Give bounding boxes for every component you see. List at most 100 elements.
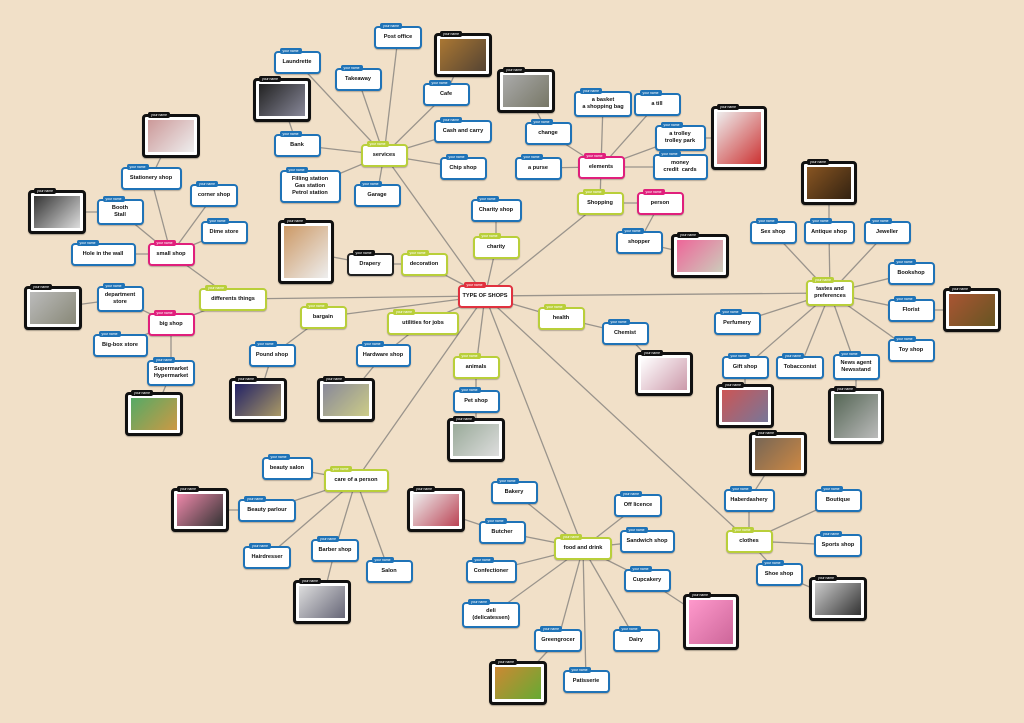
- photo-newsstand[interactable]: your name: [828, 386, 884, 444]
- photo-bank-front[interactable]: your name: [253, 76, 311, 122]
- photo-butchers[interactable]: your name: [407, 486, 465, 532]
- photo-pound-shop-front[interactable]: your name: [229, 376, 287, 422]
- photo-cafe-interior[interactable]: your name: [434, 31, 492, 77]
- photo-handing-money[interactable]: your name: [497, 67, 555, 113]
- photo-shopping-trolley[interactable]: your name: [711, 104, 767, 170]
- photo-market-stall[interactable]: your name: [28, 188, 86, 234]
- photo-curtains[interactable]: your name: [278, 218, 334, 284]
- photo-shopper-at-counter[interactable]: your name: [671, 232, 729, 278]
- photo-haberdashery-shop[interactable]: your name: [749, 430, 807, 476]
- photo-pharmacist[interactable]: your name: [635, 350, 693, 396]
- photo-supermarket-shelves[interactable]: your name: [125, 390, 183, 436]
- photo-antique-shop[interactable]: your name: [801, 159, 857, 205]
- photo-barber-shaving[interactable]: your name: [293, 578, 351, 624]
- photo-pet-shop[interactable]: your name: [447, 416, 505, 462]
- photo-stationery-store-aisle[interactable]: your name: [142, 112, 200, 158]
- photo-hardware-aisle[interactable]: your name: [317, 376, 375, 422]
- photo-department-store-atrium[interactable]: your name: [24, 284, 82, 330]
- photo-shoe-display[interactable]: your name: [809, 575, 867, 621]
- photo-gift-shop[interactable]: your name: [716, 382, 774, 428]
- photo-cupcake-shop[interactable]: your name: [683, 592, 739, 650]
- photo-fruit-and-veg[interactable]: your name: [489, 659, 547, 705]
- photo-cosmetics[interactable]: your name: [171, 486, 229, 532]
- photo-flower-shop[interactable]: your name: [943, 286, 1001, 332]
